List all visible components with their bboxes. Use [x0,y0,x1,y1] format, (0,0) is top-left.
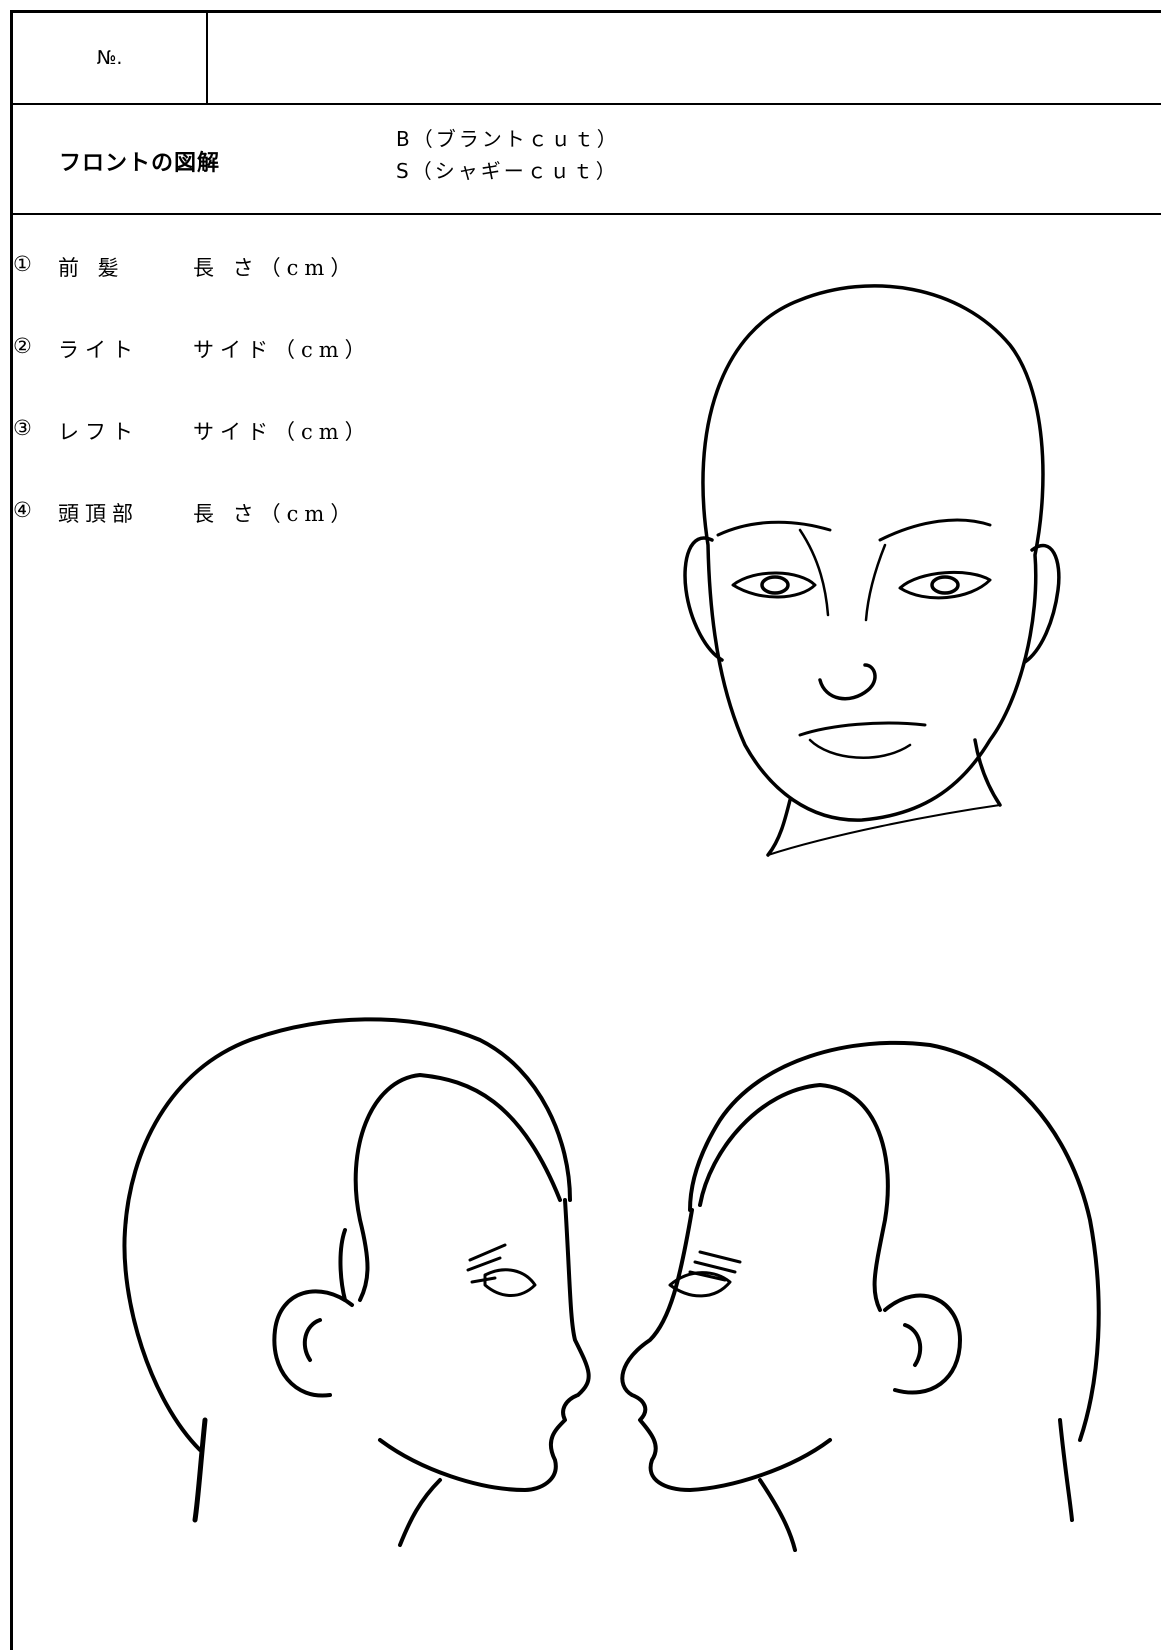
right-eyebrow [880,520,990,540]
front-head-outline [703,286,1043,820]
left-profile-ear [274,1291,352,1395]
left-profile-skull [124,1019,570,1450]
neck-left [768,800,790,855]
right-profile-ear-inner [905,1325,920,1365]
right-profile-throat [760,1480,795,1550]
left-profile-eye [485,1270,535,1296]
nose [820,665,875,699]
left-profile-neck [195,1420,205,1520]
left-profile-hairline [356,1075,560,1300]
left-eyebrow [718,522,830,535]
upper-lip [800,723,925,735]
lower-lip [810,740,910,758]
neck-right [975,740,1000,805]
left-profile-face [380,1200,589,1490]
left-eyebrow-inner [800,530,828,615]
right-profile-skull [690,1043,1099,1440]
left-profile-sideburn [340,1230,345,1300]
right-profile-neck [1060,1420,1072,1520]
right-facing-profile-drawing [622,1043,1098,1550]
right-profile-hairline [700,1085,888,1310]
right-eyebrow-inner [866,545,885,620]
left-profile-ear-inner [305,1320,320,1360]
left-profile-throat [400,1480,440,1545]
left-facing-profile-drawing [124,1019,588,1545]
right-profile-ear [885,1296,960,1393]
left-pupil [762,577,788,593]
front-head-drawing [685,286,1059,855]
right-profile-face [622,1210,830,1490]
collar-line [768,805,1000,855]
right-pupil [932,577,958,593]
